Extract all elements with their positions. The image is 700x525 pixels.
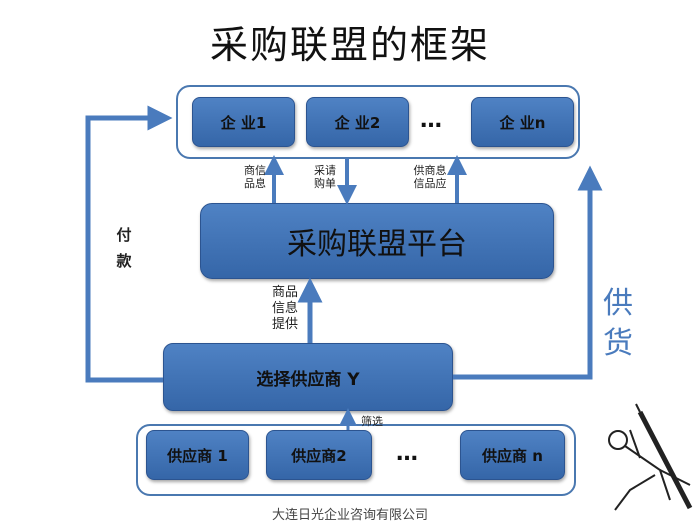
selected-supplier-box: 选择供应商 Y	[163, 343, 453, 411]
label-business-info: 商信品息	[244, 164, 266, 190]
page-title: 采购联盟的框架	[209, 23, 490, 67]
pen-figure-illustration	[608, 403, 693, 511]
label-goods-info-provide: 商品信息提供	[271, 285, 298, 332]
supplier-box-1: 供应商 1	[146, 430, 249, 480]
payment-arrow	[85, 105, 173, 383]
enterprise-box-2: 企 业2	[306, 97, 409, 147]
platform-box: 采购联盟平台	[200, 203, 554, 279]
footer-company: 大连日光企业咨询有限公司	[271, 508, 428, 523]
supplier-box-2: 供应商2	[266, 430, 372, 480]
label-screening: 筛选	[361, 415, 383, 428]
label-payment: 付款	[116, 226, 132, 270]
supply-arrow	[453, 165, 603, 380]
supplier-box-n: 供应商 n	[460, 430, 565, 480]
enterprise-box-1: 企 业1	[192, 97, 295, 147]
label-supply-info: 供商息信品应	[413, 164, 447, 190]
enterprise-ellipsis: …	[420, 108, 446, 133]
supplier-ellipsis: …	[396, 441, 422, 466]
enterprise-box-n: 企 业n	[471, 97, 574, 147]
label-purchase-request: 采请购单	[314, 164, 336, 190]
label-supply: 供货	[603, 286, 633, 361]
